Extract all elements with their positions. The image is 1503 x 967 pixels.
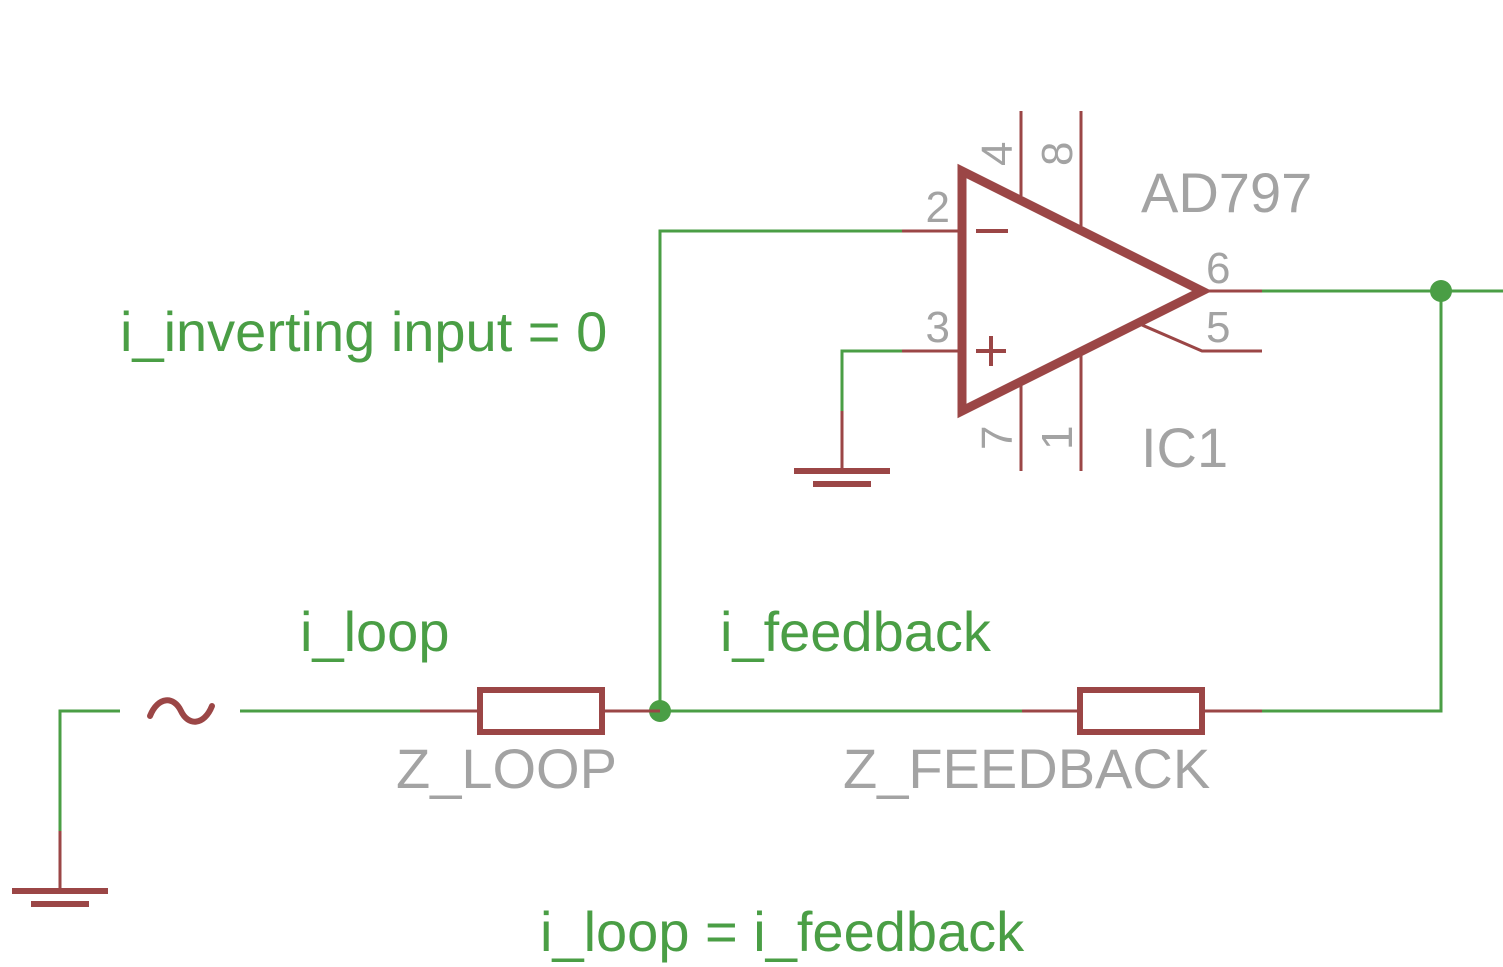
pin-label-2: 2 bbox=[926, 183, 950, 232]
wire-feedback-return bbox=[1262, 291, 1443, 713]
z-feedback-symbol bbox=[1022, 687, 1262, 735]
z-loop-symbol bbox=[420, 687, 660, 735]
z-feedback-label: Z_FEEDBACK bbox=[843, 737, 1210, 800]
wires bbox=[58, 229, 1503, 831]
junction-output-dot bbox=[1430, 280, 1452, 302]
pin-label-7: 7 bbox=[973, 426, 1022, 450]
opamp-plus-sign bbox=[976, 336, 1006, 366]
ac-source-icon bbox=[147, 697, 215, 725]
opamp-pin5-lead bbox=[1141, 323, 1262, 353]
pin-label-1: 1 bbox=[1033, 426, 1082, 450]
ground-opamp-icon bbox=[794, 411, 890, 487]
current-equation-annotation: i_loop = i_feedback bbox=[540, 900, 1025, 963]
wire-inverting-input bbox=[658, 229, 902, 711]
z-feedback-body bbox=[1077, 687, 1205, 735]
wire-source-ground bbox=[58, 709, 120, 831]
pin-label-6: 6 bbox=[1206, 244, 1230, 293]
pin-label-3: 3 bbox=[926, 303, 950, 352]
i-loop-annotation: i_loop bbox=[300, 600, 449, 663]
z-loop-label: Z_LOOP bbox=[396, 737, 617, 800]
opamp-triangle bbox=[957, 163, 1213, 419]
pin-label-8: 8 bbox=[1033, 142, 1082, 166]
opamp-name-label: IC1 bbox=[1141, 416, 1228, 479]
i-feedback-annotation: i_feedback bbox=[720, 600, 992, 663]
pin-label-5: 5 bbox=[1206, 303, 1230, 352]
ground-source-icon bbox=[12, 831, 108, 907]
z-loop-body bbox=[477, 687, 605, 735]
opamp-symbol bbox=[902, 111, 1262, 471]
pin-label-4: 4 bbox=[973, 142, 1022, 166]
opamp-part-label: AD797 bbox=[1141, 161, 1312, 224]
inverting-input-annotation: i_inverting input = 0 bbox=[120, 300, 607, 363]
wire-non-inverting-input bbox=[840, 349, 902, 411]
